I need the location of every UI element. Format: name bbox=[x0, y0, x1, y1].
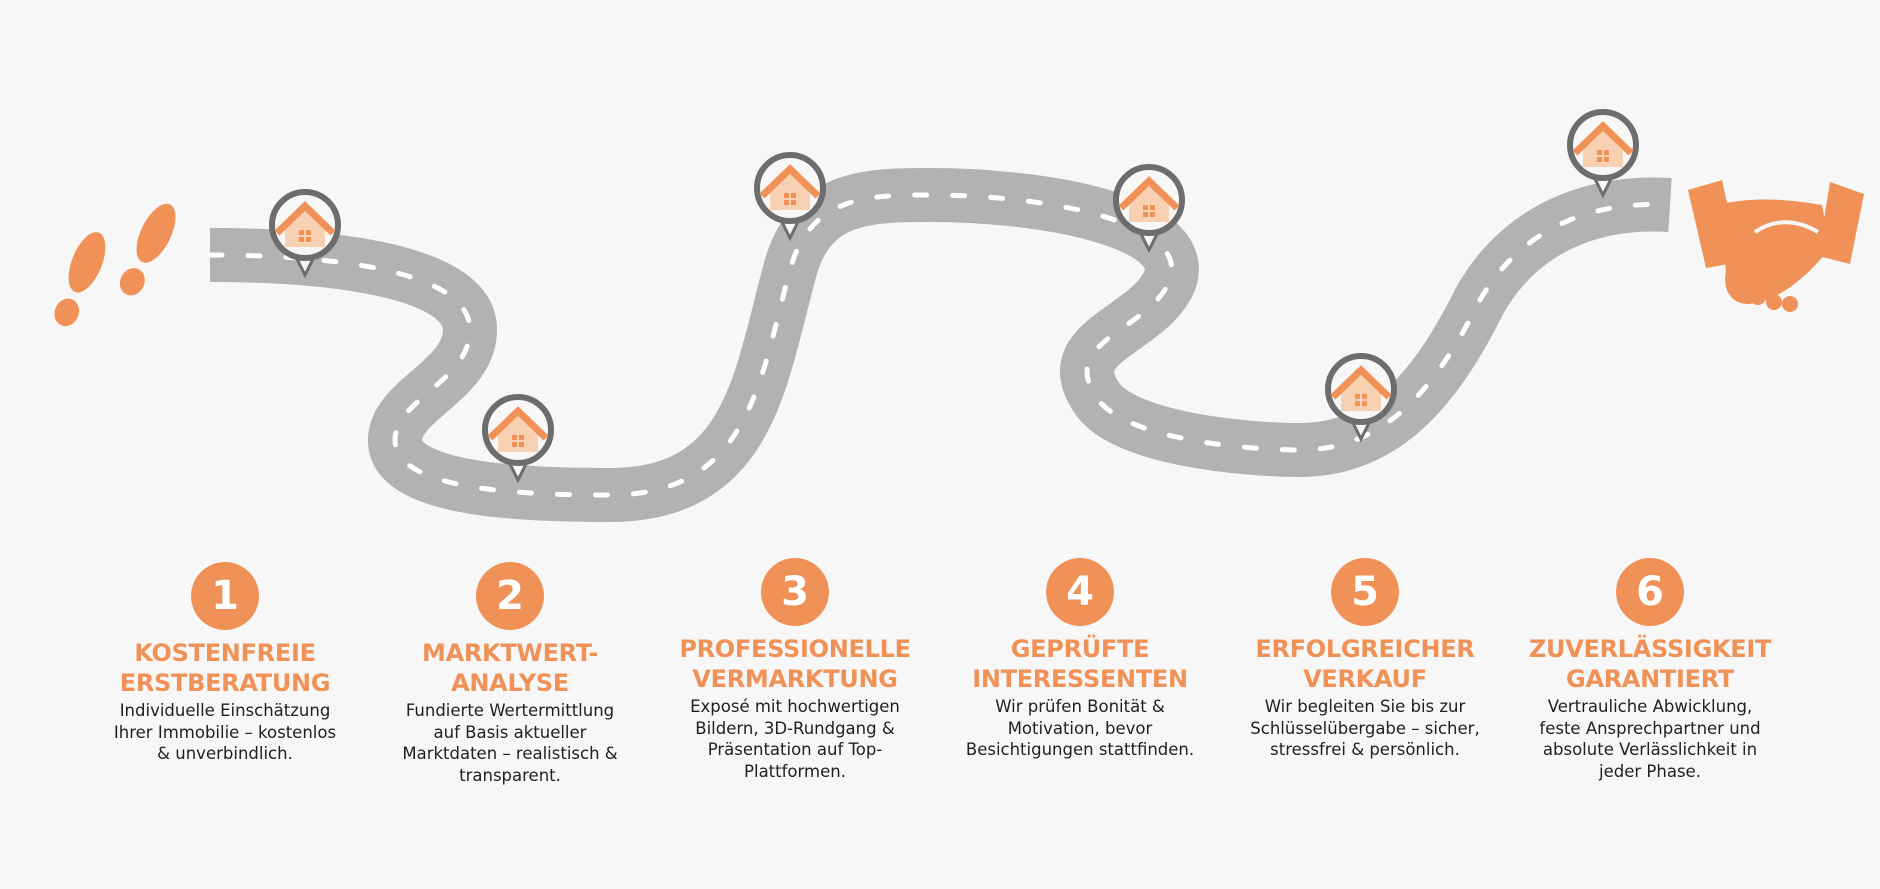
step-description-line: Marktdaten – realistisch & bbox=[402, 744, 618, 763]
house-pin-icon bbox=[1325, 353, 1397, 443]
step-number-badge: 4 bbox=[1046, 558, 1114, 626]
step-description-line: Besichtigungen stattfinden. bbox=[965, 740, 1195, 759]
step-number-badge: 6 bbox=[1616, 558, 1684, 626]
step-number-badge: 3 bbox=[761, 558, 829, 626]
step-title-line: ZUVERLÄSSIGKEIT bbox=[1528, 635, 1772, 663]
step-description-line: Individuelle Einschätzung bbox=[119, 701, 331, 720]
step-description-line: feste Ansprechpartner und bbox=[1539, 718, 1761, 738]
handshake-detail bbox=[1753, 220, 1820, 234]
step-title: MARKTWERT-ANALYSE bbox=[370, 638, 650, 698]
step-description-line: Plattformen. bbox=[744, 761, 846, 781]
step-title-line: ANALYSE bbox=[451, 669, 569, 697]
house-pin-icon bbox=[482, 394, 554, 484]
step-description-line: stressfrei & persönlich. bbox=[1270, 740, 1460, 759]
step-title-line: GARANTIERT bbox=[1566, 665, 1734, 693]
step-description-line: transparent. bbox=[459, 765, 561, 785]
step-description-line: Exposé mit hochwertigen bbox=[690, 697, 900, 716]
step-description-line: Motivation, bevor bbox=[1007, 718, 1153, 738]
house-pin-icon bbox=[754, 152, 826, 242]
house-pin-icon bbox=[1567, 109, 1639, 199]
step-title-line: ERSTBERATUNG bbox=[119, 669, 331, 697]
step-title-line: KOSTENFREIE bbox=[134, 639, 316, 667]
step-number-badge: 5 bbox=[1331, 558, 1399, 626]
step-description-line: absolute Verlässlichkeit in bbox=[1542, 740, 1758, 759]
step-title-line: MARKTWERT- bbox=[422, 639, 598, 667]
house-pin-icon bbox=[269, 189, 341, 279]
step-description-line: Bildern, 3D-Rundgang & bbox=[695, 718, 895, 738]
step-description-line: Präsentation auf Top- bbox=[707, 740, 883, 759]
handshake-icon bbox=[1688, 180, 1864, 312]
step-description-line: Wir begleiten Sie bis zur bbox=[1264, 697, 1466, 716]
step-description-line: Fundierte Wertermittlung bbox=[405, 701, 615, 720]
step-title-line: VERMARKTUNG bbox=[692, 665, 898, 693]
house-pin-icon bbox=[1113, 164, 1185, 254]
step-description-line: Ihrer Immobilie – kostenlos bbox=[113, 722, 337, 742]
step-description-line: Schlüsselübergabe – sicher, bbox=[1250, 718, 1480, 738]
location-pins bbox=[269, 109, 1639, 484]
step-number-badge: 2 bbox=[476, 562, 544, 630]
step-description-line: Vertrauliche Abwicklung, bbox=[1547, 697, 1753, 716]
step-number-badge: 1 bbox=[191, 562, 259, 630]
step-description-line: auf Basis aktueller bbox=[433, 722, 587, 742]
step-title-line: INTERESSENTEN bbox=[972, 665, 1188, 693]
step-description-line: & unverbindlich. bbox=[157, 744, 293, 763]
step-title-line: GEPRÜFTE bbox=[1010, 635, 1150, 663]
step-title-line: ERFOLGREICHER bbox=[1255, 635, 1475, 663]
road bbox=[210, 195, 1670, 495]
step-description: Fundierte Wertermittlung auf Basis aktuel… bbox=[370, 700, 650, 786]
step-title-line: VERKAUF bbox=[1303, 665, 1427, 693]
footprints-icon bbox=[54, 203, 176, 327]
step-description-line: Wir prüfen Bonität & bbox=[995, 697, 1165, 716]
step-description: Vertrauliche Abwicklung, feste Ansprechpa… bbox=[1510, 696, 1790, 782]
step-title-line: PROFESSIONELLE bbox=[679, 635, 911, 663]
step-description-line: jeder Phase. bbox=[1599, 761, 1701, 781]
